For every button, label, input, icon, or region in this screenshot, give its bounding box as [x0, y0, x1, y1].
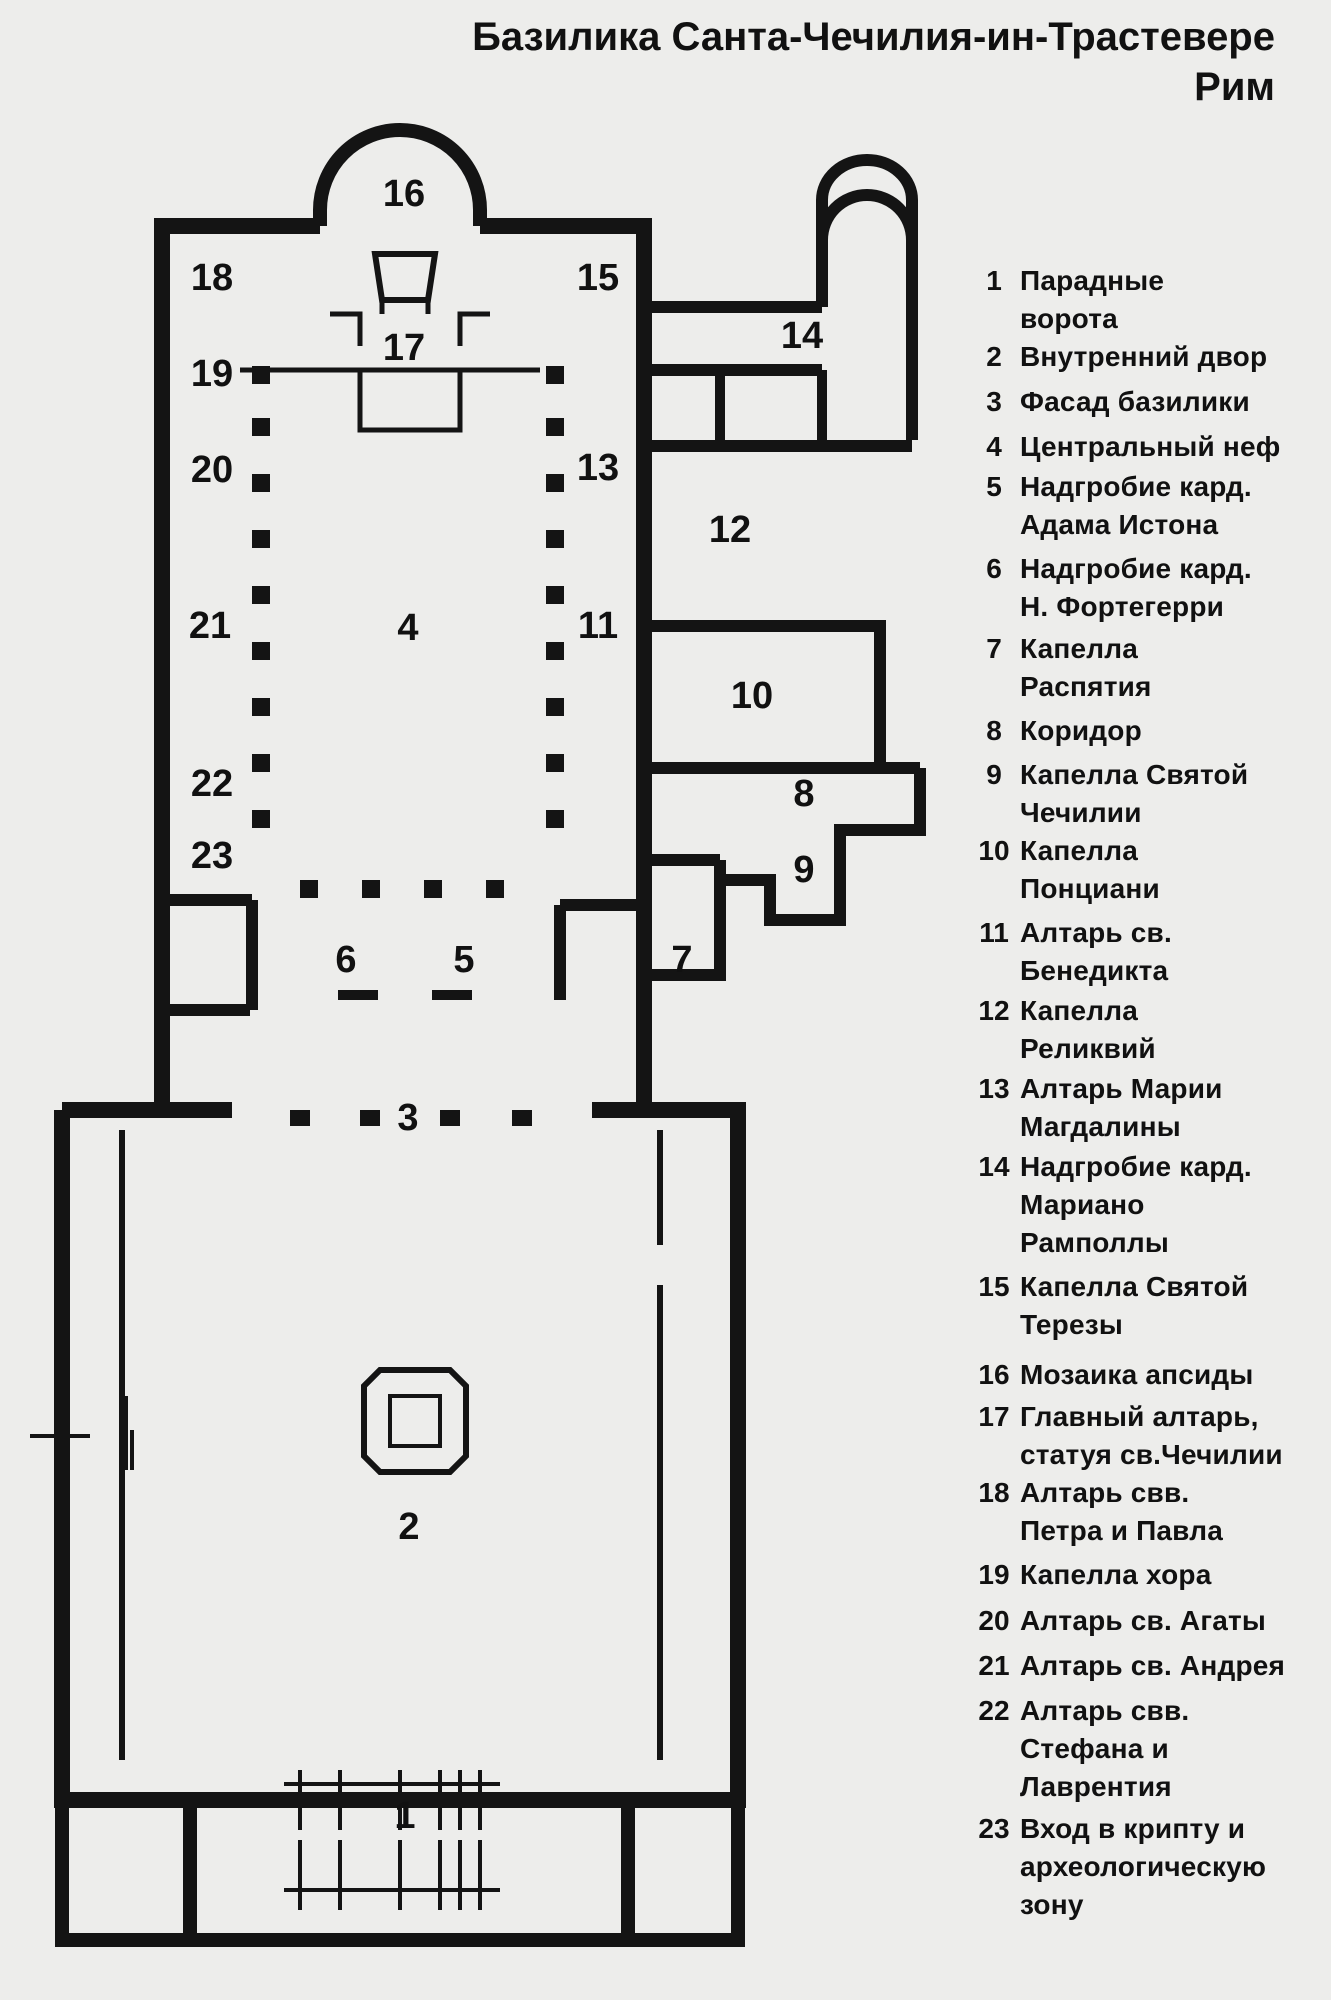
- plan-number-13: 13: [576, 447, 620, 489]
- plan-number-3: 3: [397, 1097, 419, 1139]
- legend-label: Алтарь св. Бенедикта: [1020, 917, 1172, 986]
- presbytery-step: [240, 367, 540, 433]
- legend-number: 18: [978, 1477, 1010, 1508]
- legend-label: Капелла Распятия: [1020, 633, 1152, 702]
- plan-number-15: 15: [576, 257, 620, 299]
- legend-number: 17: [978, 1401, 1010, 1432]
- legend-label: Фасад базилики: [1020, 386, 1250, 417]
- legend-label: Внутренний двор: [1020, 341, 1268, 372]
- plan-number-1: 1: [394, 1795, 416, 1837]
- legend-label: Капелла Святой Чечилии: [1020, 759, 1249, 828]
- title-line-2: Рим: [1194, 65, 1275, 109]
- legend-number: 14: [978, 1151, 1010, 1182]
- plan-number-4: 4: [397, 607, 419, 649]
- plan-number-21: 21: [188, 605, 232, 647]
- legend-label: Капелла Реликвий: [1020, 995, 1156, 1064]
- legend-number: 13: [978, 1073, 1010, 1104]
- legend-number: 12: [978, 995, 1010, 1026]
- plan-number-17: 17: [382, 327, 426, 369]
- legend-label: Алтарь свв. Стефана и Лаврентия: [1020, 1695, 1190, 1802]
- plan-number-9: 9: [793, 849, 815, 891]
- legend-label: Алтарь св. Агаты: [1020, 1605, 1267, 1636]
- legend-label: Вход в крипту и археологическую зону: [1020, 1813, 1267, 1920]
- legend-number: 10: [978, 835, 1010, 866]
- legend-label: Капелла Святой Терезы: [1020, 1271, 1249, 1340]
- legend-label: Коридор: [1020, 715, 1142, 746]
- legend-number: 6: [986, 553, 1002, 584]
- gate-openings: [30, 1396, 500, 1910]
- plan-number-2: 2: [398, 1506, 420, 1548]
- apse-wall: [313, 123, 487, 226]
- courtyard-fountain: [361, 1367, 469, 1475]
- fountain-basin: [388, 1394, 442, 1448]
- legend-label: Алтарь св. Андрея: [1020, 1650, 1286, 1681]
- legend-label: Парадные ворота: [1020, 265, 1165, 334]
- legend-number: 9: [986, 759, 1002, 790]
- gate-wall: [55, 1800, 745, 1947]
- legend-label: Надгробие кард. Адама Истона: [1020, 471, 1252, 540]
- legend-label: Главный алтарь, статуя св.Чечилии: [1020, 1401, 1283, 1470]
- courtyard-wall: [54, 1102, 746, 1808]
- basilica-wall: [154, 218, 652, 1110]
- legend-number: 2: [986, 341, 1002, 372]
- legend-label: Капелла хора: [1020, 1559, 1212, 1590]
- plan-number-10: 10: [730, 675, 774, 717]
- plan-number-7: 7: [671, 939, 693, 981]
- legend-number: 3: [986, 386, 1002, 417]
- altar-outline: [371, 251, 439, 303]
- chapel-14-tower: [816, 154, 918, 307]
- legend-label: Надгробие кард. Н. Фортегерри: [1020, 553, 1252, 622]
- narthex-wall: [160, 894, 644, 1016]
- plan-number-22: 22: [190, 763, 234, 805]
- legend-label: Центральный неф: [1020, 431, 1281, 462]
- legend-number: 4: [986, 431, 1002, 462]
- legend-label: Надгробие кард. Мариано Рамполлы: [1020, 1151, 1252, 1258]
- plan-number-11: 11: [577, 605, 619, 647]
- legend-number: 19: [978, 1559, 1010, 1590]
- legend-number: 7: [986, 633, 1002, 664]
- plan-number-14: 14: [780, 315, 824, 357]
- legend-number: 16: [978, 1359, 1010, 1390]
- plan-number-5: 5: [453, 939, 475, 981]
- plan-number-12: 12: [708, 509, 752, 551]
- legend-number: 5: [986, 471, 1002, 502]
- nave-columns: [252, 366, 564, 1126]
- chapel-12-wall: [715, 370, 827, 446]
- legend-number: 15: [978, 1271, 1010, 1302]
- legend-label: Алтарь свв. Петра и Павла: [1020, 1477, 1223, 1546]
- legend-number: 21: [978, 1650, 1010, 1681]
- plan-number-8: 8: [793, 773, 815, 815]
- plan-number-20: 20: [190, 449, 234, 491]
- legend-number: 20: [978, 1605, 1010, 1636]
- legend-number: 11: [979, 917, 1009, 948]
- plan-number-18: 18: [190, 257, 234, 299]
- plan-number-16: 16: [382, 173, 426, 215]
- title-line-1: Базилика Санта-Чечилия-ин-Трастевере: [472, 15, 1275, 59]
- legend-number: 8: [986, 715, 1002, 746]
- legend-label: Алтарь Марии Магдалины: [1020, 1073, 1223, 1142]
- legend-number: 22: [978, 1695, 1010, 1726]
- altar-steps: [330, 300, 490, 346]
- legend-label: Капелла Понциани: [1020, 835, 1160, 904]
- chapel-block-wall: [644, 240, 920, 866]
- plan-number-23: 23: [190, 835, 234, 877]
- plan-number-6: 6: [335, 939, 357, 981]
- courtyard-inner-line: [119, 1130, 663, 1760]
- legend-number: 1: [986, 265, 1002, 296]
- legend-number: 23: [978, 1813, 1010, 1844]
- chapel-9-wall: [714, 768, 926, 926]
- plan-number-19: 19: [190, 353, 234, 395]
- legend-label: Мозаика апсиды: [1020, 1359, 1254, 1390]
- chapel-7-wall: [638, 880, 726, 1110]
